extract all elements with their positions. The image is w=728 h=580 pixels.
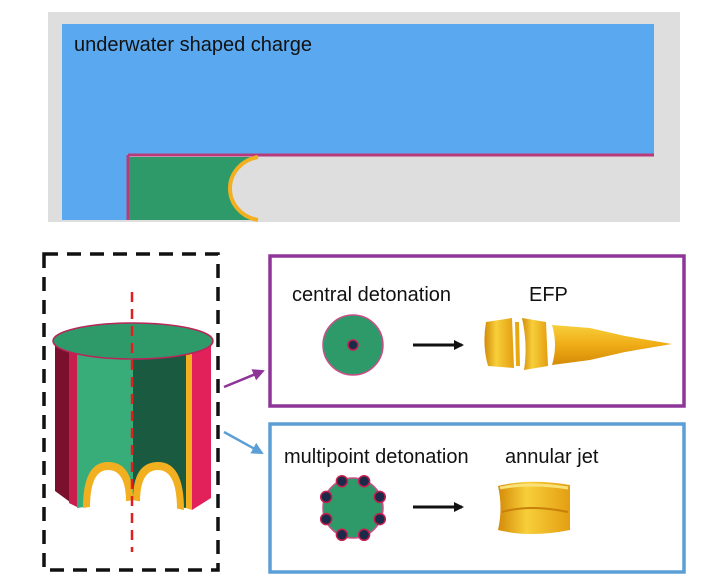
annular-jet-ring-shadow	[501, 507, 569, 513]
liner-cavity-left-inner	[90, 470, 126, 508]
multipoint-charge-disc	[322, 477, 384, 539]
efp-mid-segment	[522, 318, 548, 370]
charge-top-face	[53, 323, 213, 359]
top-panel-title: underwater shaped charge	[74, 34, 312, 56]
multipoint-detonation-label: multipoint detonation	[284, 446, 469, 468]
liner-section	[227, 155, 259, 222]
cutaway-dashed-frame	[42, 252, 220, 572]
detonator-dot-icon	[319, 512, 333, 526]
charge-top-rim	[52, 322, 214, 360]
water-region	[62, 24, 654, 154]
efp-head-segment	[484, 318, 514, 368]
detonator-dot-icon	[335, 528, 349, 542]
multipoint-detonators	[319, 474, 387, 542]
central-detonator-dot	[347, 339, 359, 351]
casing-right-edge	[186, 348, 192, 510]
annular-jet-label: annular jet	[505, 446, 599, 468]
liner-cavity-right-inner	[140, 470, 177, 510]
arrow-to-central	[223, 369, 265, 389]
detonator-dot-icon	[373, 490, 387, 504]
charge-cutaway-3d	[42, 252, 220, 572]
casing-right-outer	[192, 342, 211, 510]
detonator-dot-icon	[357, 528, 371, 542]
explosive-section	[129, 157, 258, 220]
efp-label: EFP	[529, 284, 568, 306]
multipoint-detonation-panel: multipoint detonation annular jet	[268, 422, 686, 574]
central-panel-frame	[268, 254, 686, 408]
efp-projectile	[484, 318, 672, 370]
central-detonation-panel: central detonation EFP	[268, 254, 686, 408]
detonator-dot-icon	[373, 512, 387, 526]
annular-jet-projectile	[498, 481, 570, 534]
efp-fragment	[515, 322, 520, 366]
simulation-domain-panel: underwater shaped charge	[48, 12, 680, 222]
detonator-dot-icon	[319, 490, 333, 504]
detonator-dot-icon	[335, 474, 349, 488]
arrow-to-multipoint	[223, 430, 264, 455]
detonator-dot-icon	[357, 474, 371, 488]
efp-tail	[552, 325, 672, 365]
annular-jet-ring-highlight	[499, 483, 569, 490]
water-region-left	[62, 150, 128, 220]
casing-left-edge	[69, 336, 77, 507]
central-detonation-label: central detonation	[292, 284, 451, 306]
multipoint-panel-frame	[268, 422, 686, 574]
